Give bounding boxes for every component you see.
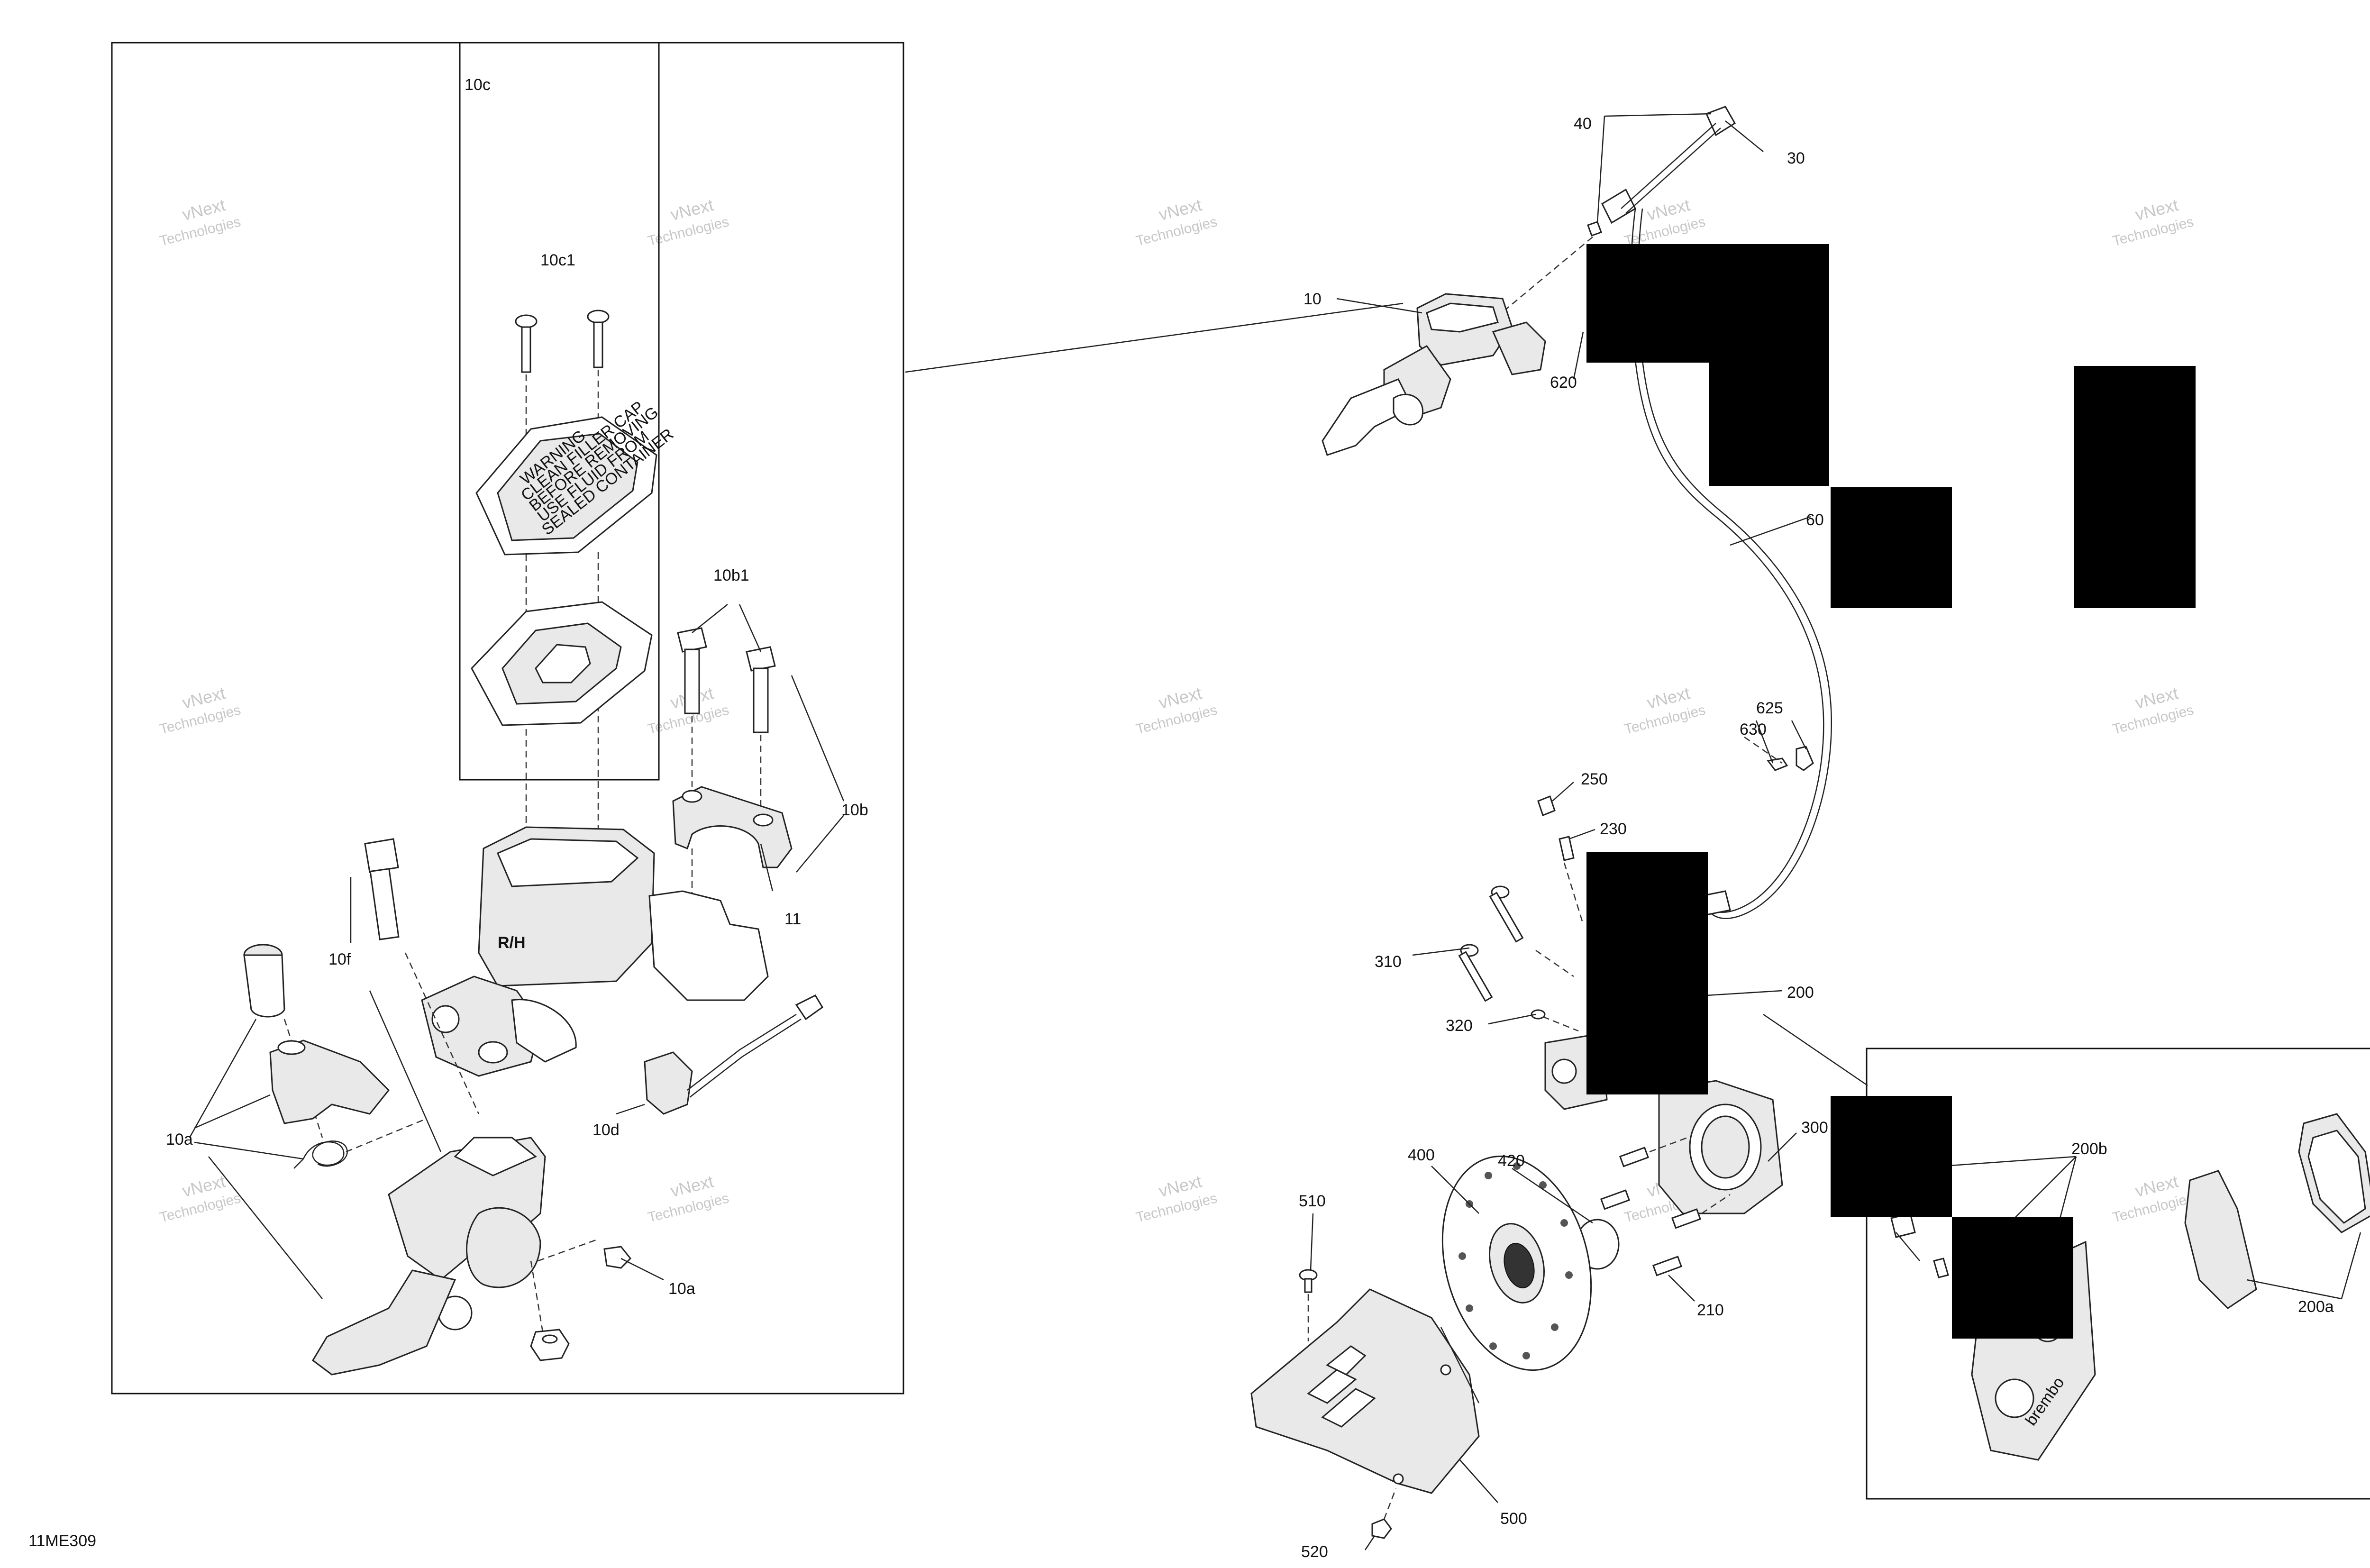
caliper-washer: [1531, 1009, 1546, 1020]
e-clip: [603, 1246, 632, 1269]
callout-600: 60: [1806, 511, 1824, 529]
redaction-block: [1831, 487, 1952, 608]
left-leaders: [189, 604, 845, 1299]
disc-guard: [1250, 1288, 1480, 1494]
lever-screw: [243, 944, 285, 1018]
brake-disc: [1441, 1155, 1592, 1371]
callout-10f: 10f: [328, 950, 351, 968]
clamp-bolt-right: [746, 646, 776, 733]
callout-10a-left: 10a: [166, 1130, 193, 1149]
master-cylinder-assembled: [1322, 293, 1546, 456]
callout-320: 320: [1446, 1017, 1473, 1035]
caliper-bracket: [1658, 1080, 1783, 1214]
return-spring: [293, 1140, 348, 1169]
detail-connector-line: [905, 302, 1404, 373]
callout-300: 300: [1801, 1119, 1828, 1137]
redaction-blocks: [1586, 244, 2196, 1339]
callout-310: 310: [1375, 953, 1402, 971]
callout-10b: 10b: [841, 801, 868, 819]
lever-nut: [530, 1329, 570, 1361]
callout-10d: 10d: [592, 1121, 620, 1139]
cap-screw-right: [587, 310, 610, 368]
callout-630: 630: [1740, 720, 1767, 738]
redaction-block: [1586, 852, 1708, 1094]
callout-625: 625: [1756, 699, 1783, 717]
callout-11: 11: [784, 910, 801, 928]
callout-250: 250: [1581, 770, 1608, 788]
body-logo: R/H: [498, 934, 526, 952]
callout-230: 230: [1600, 820, 1627, 838]
bracket-bolts: [1600, 1147, 1701, 1276]
clamp-bolt-left: [677, 627, 707, 714]
caliper-bolt-lower: [1458, 944, 1493, 1002]
callout-500: 500: [1500, 1510, 1527, 1528]
callout-520: 520: [1301, 1543, 1328, 1561]
brake-light-switch: [644, 994, 823, 1115]
callout-10: 10: [1304, 290, 1322, 308]
guard-nut: [1371, 1518, 1392, 1539]
brake-pads: [2184, 1113, 2370, 1309]
guard-screw: [1299, 1269, 1318, 1293]
banjo-fitting-top: [1587, 106, 1736, 237]
callout-40: 40: [1574, 115, 1592, 133]
callout-10c1: 10c1: [540, 251, 575, 269]
redaction-block: [1952, 1217, 2073, 1339]
master-cylinder-exploded-view: WARNING CLEAN FILLER CAP BEFORE REMOVING…: [243, 310, 823, 1376]
main-assembly: [1250, 106, 1832, 1539]
bleeder-screw: [1537, 795, 1575, 861]
caliper-detail-connector: [1763, 1013, 1868, 1086]
pad-pin: [1890, 1212, 1949, 1278]
redaction-block: [1709, 244, 1829, 486]
caliper-bolt-upper: [1489, 885, 1524, 943]
pivot-bolt: [364, 838, 400, 940]
callout-200b: 200b: [2071, 1140, 2107, 1158]
redaction-block: [1831, 1096, 1952, 1217]
callout-420: 420: [1498, 1152, 1525, 1170]
master-cylinder-body: R/H: [421, 826, 769, 1077]
reservoir-cap: WARNING CLEAN FILLER CAP BEFORE REMOVING…: [475, 398, 677, 556]
callout-10c: 10c: [465, 76, 491, 94]
hose-guide: [1767, 746, 1814, 771]
callout-200a: 200a: [2298, 1298, 2334, 1316]
reservoir-cap-detail-frame: [459, 42, 660, 781]
callout-620: 620: [1550, 374, 1577, 392]
callout-30: 30: [1787, 149, 1805, 167]
callout-200: 200: [1787, 984, 1814, 1002]
caliper-detail-frame: [1866, 1048, 2370, 1500]
brake-lever: [312, 1137, 546, 1376]
handlebar-clamp: [672, 786, 793, 868]
diagram-id: 11ME309: [28, 1532, 96, 1550]
callout-510: 510: [1299, 1192, 1326, 1210]
callout-210: 210: [1697, 1301, 1724, 1319]
redaction-block: [2074, 366, 2196, 608]
callout-10a-bottom: 10a: [668, 1280, 695, 1298]
spring-cover: [269, 1039, 390, 1124]
cap-screw-left: [515, 314, 538, 373]
callout-10b1: 10b1: [713, 566, 749, 584]
right-leaders: [1310, 113, 2361, 1550]
callout-400: 400: [1408, 1146, 1435, 1164]
reservoir-diaphragm: [471, 601, 653, 726]
